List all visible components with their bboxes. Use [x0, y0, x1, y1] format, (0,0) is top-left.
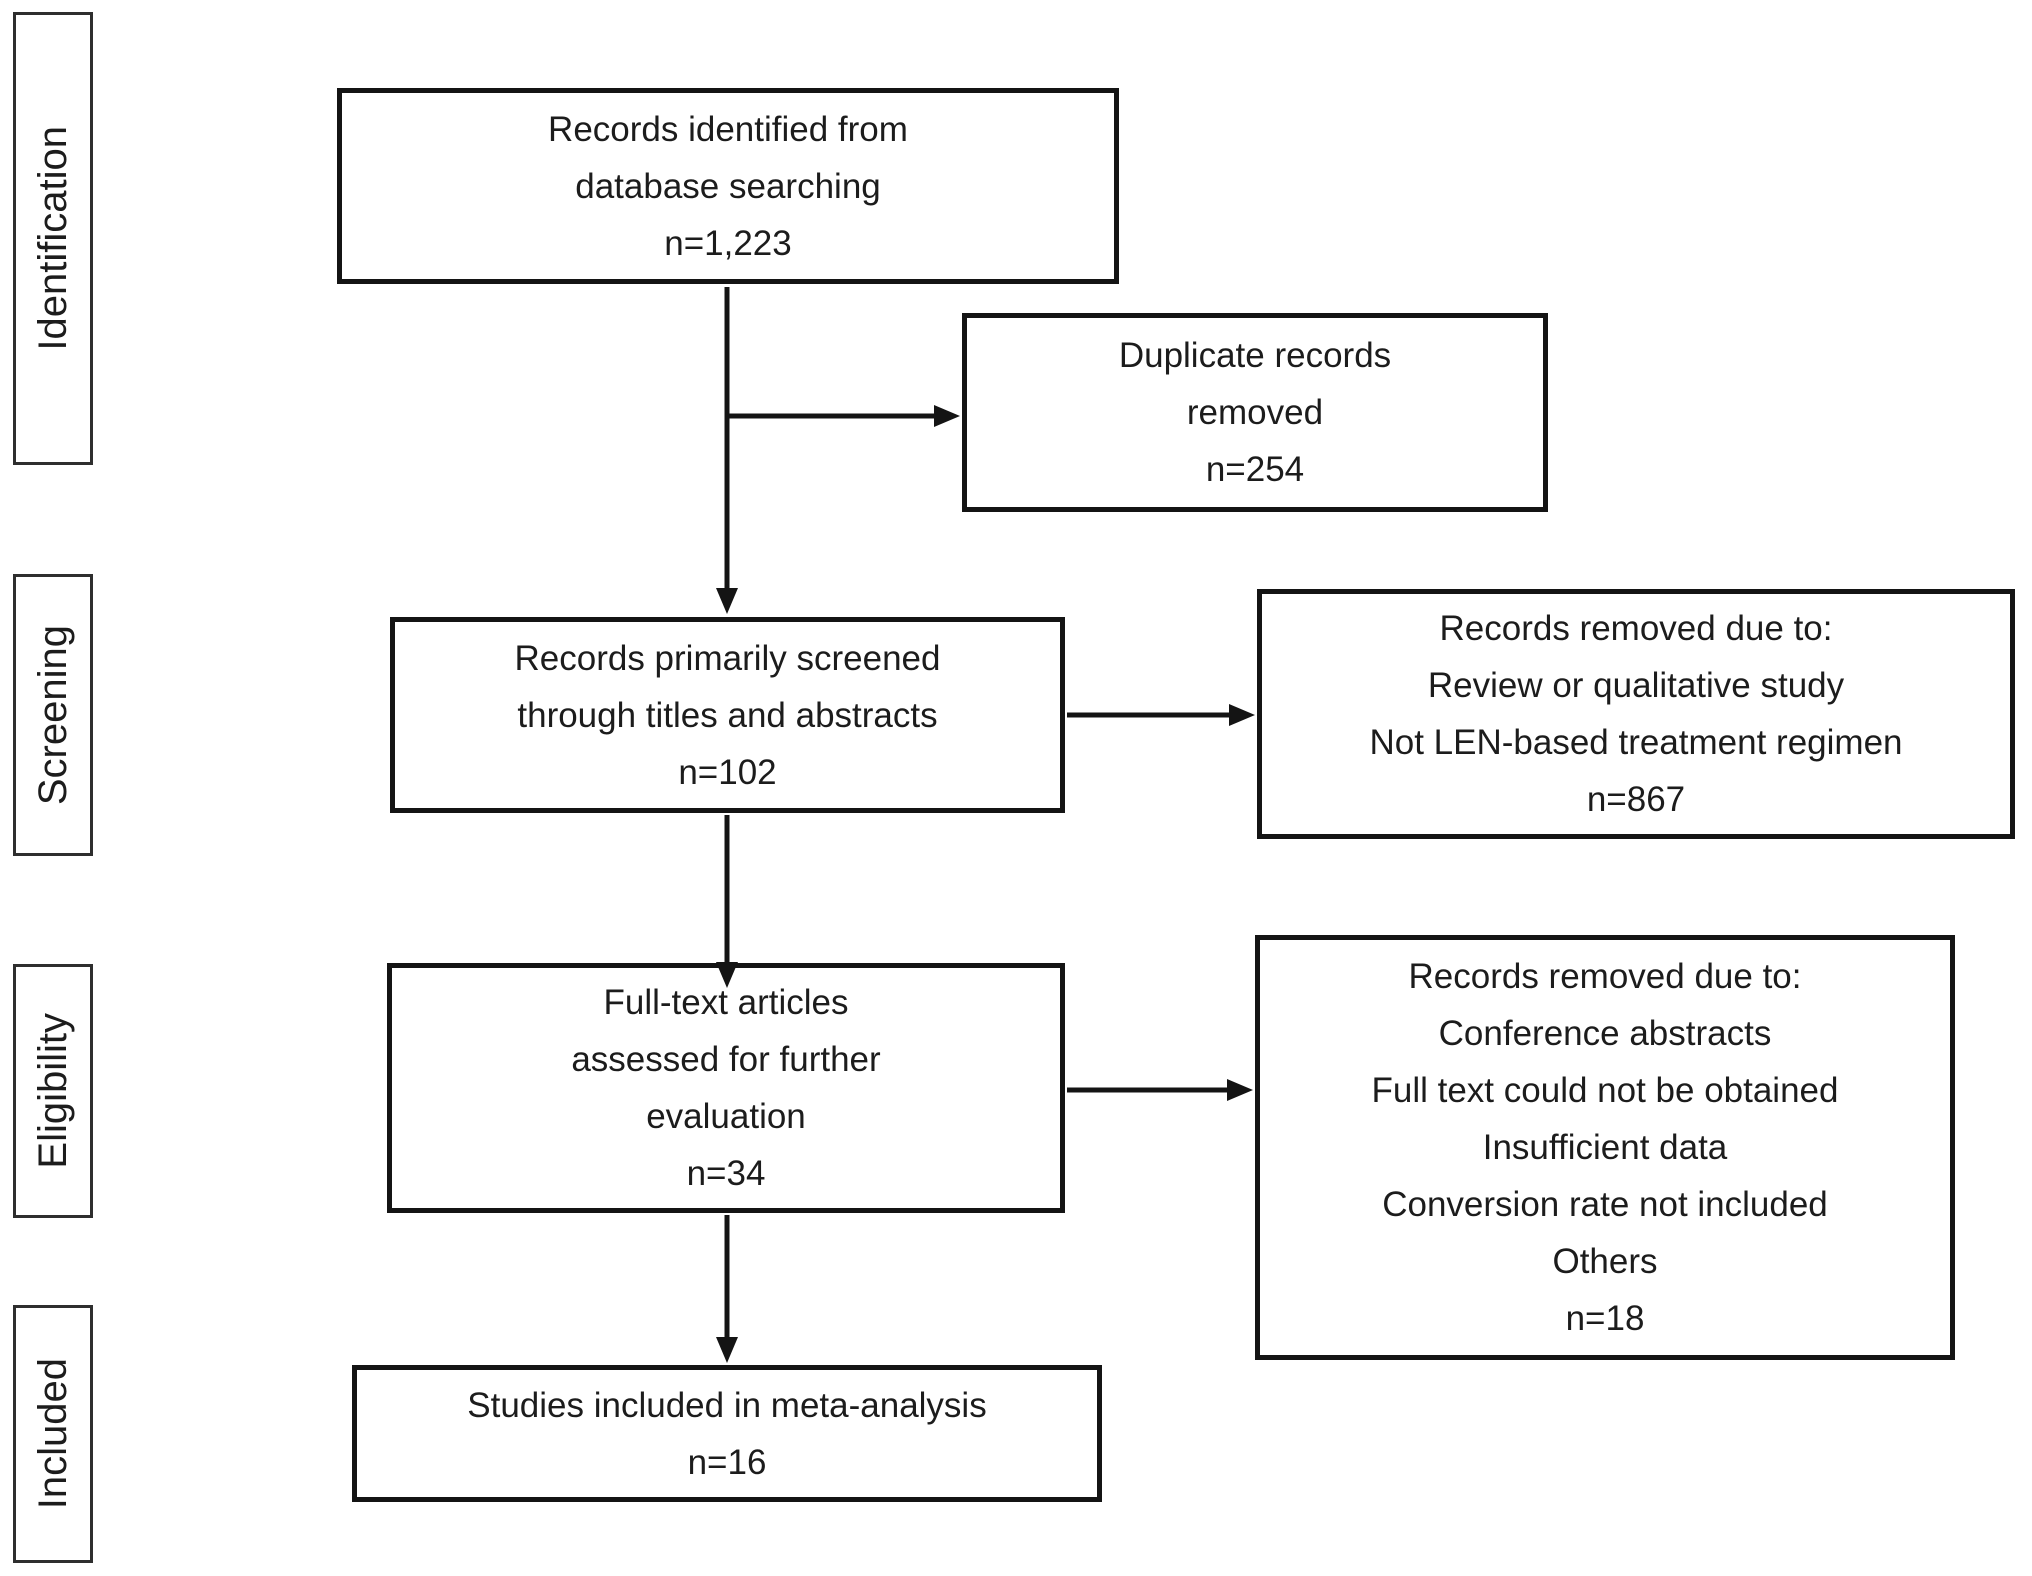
box-count: n=102: [678, 752, 777, 792]
stage-box-included: Included: [13, 1305, 93, 1563]
stage-box-identification: Identification: [13, 12, 93, 465]
stage-box-eligibility: Eligibility: [13, 964, 93, 1218]
box-text-line: Others: [1552, 1242, 1658, 1281]
box-duplicates-removed: Duplicate records removed n=254: [962, 313, 1548, 512]
box-records-identified: Records identified from database searchi…: [337, 88, 1119, 284]
box-text-line: Not LEN-based treatment regimen: [1369, 723, 1903, 762]
arrow-fulltext-to-included-head: [716, 1337, 738, 1363]
box-count: n=1,223: [664, 223, 792, 263]
stage-box-screening: Screening: [13, 574, 93, 856]
box-studies-included: Studies included in meta-analysis n=16: [352, 1365, 1102, 1502]
box-text-line: Review or qualitative study: [1427, 666, 1845, 705]
box-text-line: assessed for further: [571, 1040, 881, 1079]
box-text-line: Records removed due to:: [1439, 609, 1833, 648]
box-fulltext-assessed: Full-text articles assessed for further …: [387, 963, 1065, 1213]
box-text-line: Records primarily screened: [514, 638, 941, 678]
stage-label-eligibility: Eligibility: [30, 1013, 75, 1169]
box-text-line: Insufficient data: [1482, 1128, 1728, 1167]
box-text-line: Full text could not be obtained: [1371, 1071, 1839, 1110]
box-text-line: Conference abstracts: [1438, 1014, 1772, 1053]
box-eligibility-removed: Records removed due to: Conference abstr…: [1255, 935, 1955, 1360]
arrow-fulltext-to-removed-head: [1227, 1079, 1253, 1101]
box-text-line: through titles and abstracts: [517, 695, 938, 735]
box-count: n=254: [1205, 450, 1305, 489]
stage-label-screening: Screening: [30, 624, 75, 806]
arrow-screened-to-removed-head: [1229, 704, 1255, 726]
box-text-line: Records removed due to:: [1408, 957, 1802, 996]
box-records-screened: Records primarily screened through title…: [390, 617, 1065, 813]
arrow-identified-to-screened-head: [716, 588, 738, 614]
box-text-line: Studies included in meta-analysis: [467, 1385, 987, 1425]
box-count: n=867: [1586, 780, 1686, 819]
box-text-line: evaluation: [646, 1097, 806, 1136]
stage-label-identification: Identification: [30, 126, 75, 351]
stage-label-included: Included: [30, 1358, 75, 1510]
box-text-line: Full-text articles: [603, 983, 849, 1022]
box-count: n=34: [686, 1154, 766, 1193]
box-text-line: database searching: [575, 166, 881, 206]
box-count: n=18: [1565, 1299, 1645, 1338]
box-text-line: removed: [1186, 393, 1324, 432]
box-screening-removed: Records removed due to: Review or qualit…: [1257, 589, 2015, 839]
box-text-line: Records identified from: [548, 109, 908, 149]
box-text-line: Duplicate records: [1118, 336, 1392, 375]
arrow-to-duplicates-head: [934, 405, 960, 427]
box-count: n=16: [687, 1442, 767, 1482]
box-text-line: Conversion rate not included: [1382, 1185, 1828, 1224]
